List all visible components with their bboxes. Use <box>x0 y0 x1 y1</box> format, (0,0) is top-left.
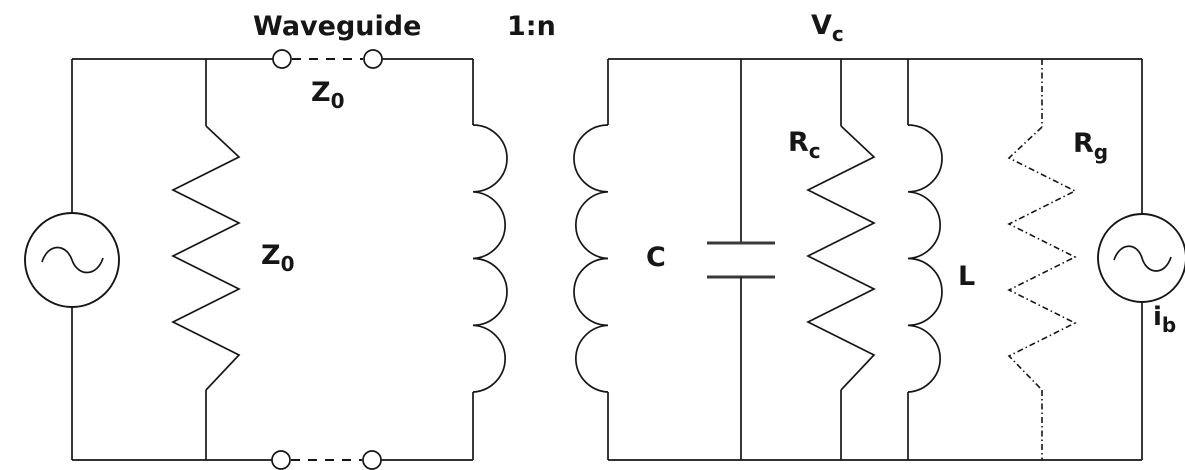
coil-arcs <box>573 124 609 393</box>
resistor-rg-dashed-icon <box>1007 59 1077 460</box>
capacitor-label: C <box>646 244 666 271</box>
ac-voltage-source-icon <box>24 212 120 308</box>
rg-label: Rg <box>1073 130 1108 162</box>
inductor-label: L <box>958 263 975 290</box>
capacitor-label-text: C <box>646 242 666 273</box>
waveguide-label-text: Waveguide <box>253 11 422 42</box>
coil-arcs <box>472 124 508 393</box>
rc-base: R <box>788 127 809 158</box>
resistor-zigzag <box>806 125 876 391</box>
waveguide-label: Waveguide <box>253 13 421 40</box>
resistor-zigzag-dashed <box>1007 126 1077 391</box>
z0-shunt-label: Z0 <box>261 242 295 274</box>
inductor-label-text: L <box>958 261 976 292</box>
right-circuit-wires <box>608 58 1142 461</box>
z0-shunt-base: Z <box>261 240 281 271</box>
rc-sub: c <box>808 139 821 163</box>
inductor-l-icon <box>907 59 943 460</box>
ac-current-source-icon <box>1097 59 1185 460</box>
ib-label: ib <box>1153 304 1176 335</box>
terminal-circle <box>272 49 292 69</box>
z0-line-base: Z <box>311 77 331 108</box>
transformer-ratio-label: 1:n <box>507 13 556 40</box>
waveguide-section-icon <box>271 49 383 470</box>
ib-sub: b <box>1161 313 1177 337</box>
rg-sub: g <box>1093 140 1109 164</box>
vc-sub: c <box>831 22 844 46</box>
resistor-rc-icon <box>806 59 876 460</box>
z0-line-sub: 0 <box>330 89 345 113</box>
left-circuit-wires <box>71 58 473 461</box>
vc-base: V <box>811 10 832 41</box>
capacitor-icon <box>707 59 775 460</box>
source-circle <box>24 212 120 308</box>
terminal-circle <box>271 450 291 470</box>
terminal-circle <box>362 450 382 470</box>
z0-line-label: Z0 <box>311 79 345 111</box>
rc-label: Rc <box>788 129 821 161</box>
sine-wave-icon <box>1113 245 1172 272</box>
transformer-primary-coil-icon <box>472 59 508 460</box>
sine-wave-icon <box>41 246 104 274</box>
terminal-circle <box>363 49 383 69</box>
ib-base: i <box>1153 302 1162 332</box>
ratio-label-text: 1:n <box>507 11 556 42</box>
inductor-arcs <box>907 124 943 393</box>
rg-base: R <box>1073 128 1094 159</box>
resistor-zigzag <box>171 125 241 391</box>
vc-label: Vc <box>811 12 844 44</box>
resistor-z0-icon <box>171 59 241 460</box>
transformer-secondary-coil-icon <box>573 59 609 460</box>
z0-shunt-sub: 0 <box>280 252 295 276</box>
